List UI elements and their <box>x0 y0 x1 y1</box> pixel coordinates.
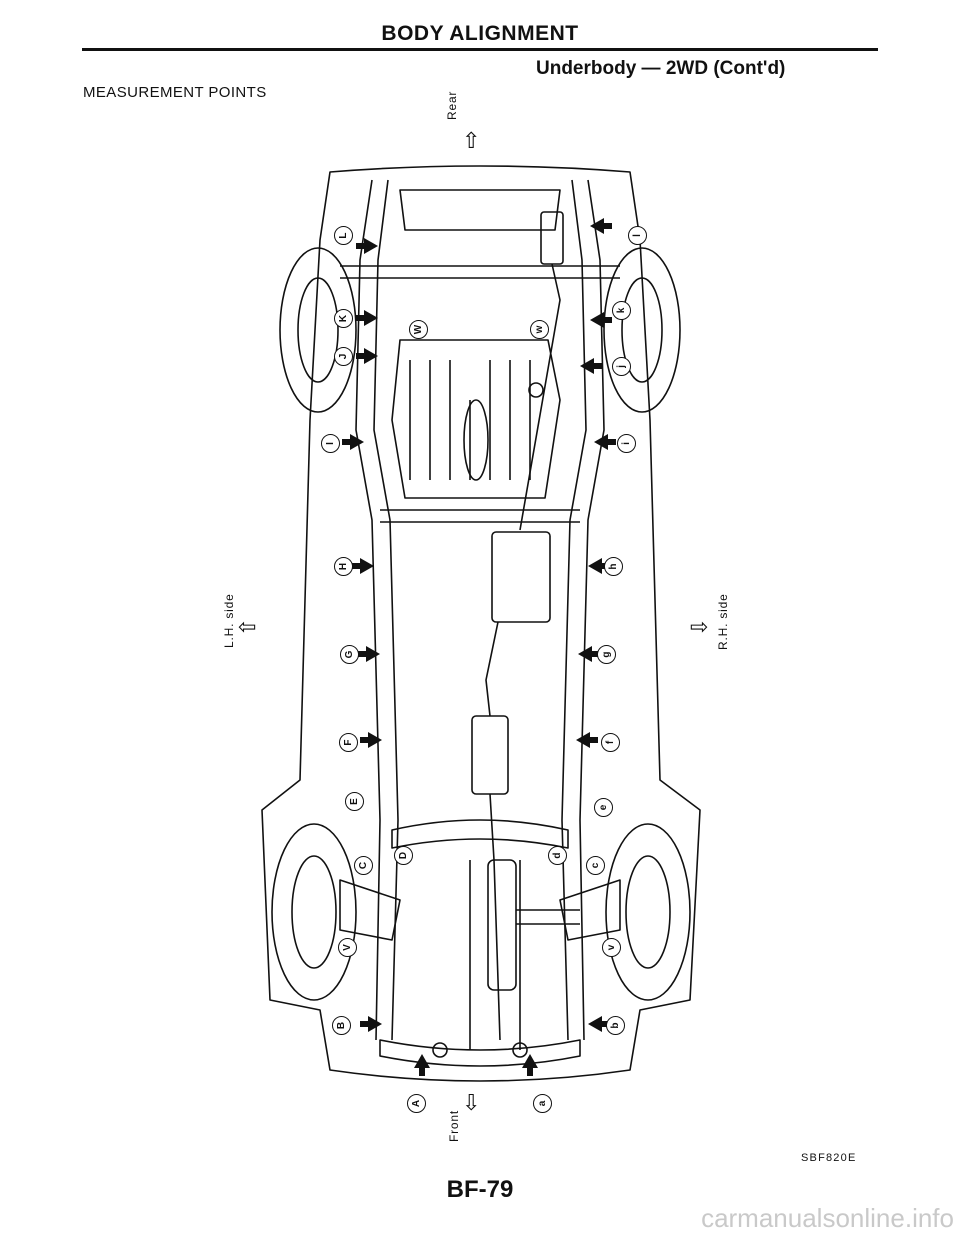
point-E: E <box>345 792 364 811</box>
body-outline <box>261 165 701 1082</box>
point-b: b <box>606 1016 625 1035</box>
point-j: j <box>612 357 631 376</box>
right-side-rail <box>579 179 605 1041</box>
header-rule <box>82 48 878 51</box>
point-A: A <box>407 1094 426 1113</box>
front-arrow-icon: ⇩ <box>462 1090 481 1115</box>
page-title: BODY ALIGNMENT <box>381 22 579 45</box>
page-number: BF-79 <box>446 1176 514 1203</box>
figure-code: SBF820E <box>801 1152 857 1164</box>
front-crossmember <box>379 1039 581 1067</box>
point-e: e <box>594 798 613 817</box>
front-left-wheel <box>271 823 357 1001</box>
front-direction-label: Front <box>447 1109 461 1142</box>
point-D: D <box>394 846 413 865</box>
point-c: c <box>586 856 605 875</box>
point-v: v <box>602 938 621 957</box>
point-g: g <box>597 645 616 664</box>
pre-muffler <box>471 715 509 795</box>
front-right-wheel <box>605 823 691 1001</box>
watermark: carmanualsonline.info <box>701 1203 954 1233</box>
point-k: k <box>612 301 631 320</box>
point-f: f <box>601 733 620 752</box>
rear-left-wheel <box>279 247 357 413</box>
point-l: l <box>628 226 647 245</box>
point-G: G <box>340 645 359 664</box>
point-V: V <box>338 938 357 957</box>
point-a: a <box>533 1094 552 1113</box>
section-heading: MEASUREMENT POINTS <box>83 84 267 101</box>
point-i: i <box>617 434 636 453</box>
point-I: I <box>321 434 340 453</box>
point-w: w <box>530 320 549 339</box>
fuel-tank <box>391 339 561 499</box>
lh-arrow-icon: ⇦ <box>238 614 257 639</box>
rh-arrow-icon: ⇨ <box>690 614 709 639</box>
lh-side-label: L.H. side <box>222 593 236 648</box>
point-F: F <box>339 733 358 752</box>
rh-side-label: R.H. side <box>716 593 730 650</box>
point-C: C <box>354 856 373 875</box>
point-H: H <box>334 557 353 576</box>
point-K: K <box>334 309 353 328</box>
transmission <box>487 859 517 991</box>
measurement-arrows <box>342 218 616 1076</box>
point-B: B <box>332 1016 351 1035</box>
page-subtitle: Underbody — 2WD (Cont'd) <box>536 58 786 79</box>
point-J: J <box>334 347 353 366</box>
rear-muffler <box>540 211 564 265</box>
center-muffler <box>491 531 551 623</box>
point-L: L <box>334 226 353 245</box>
point-W: W <box>409 320 428 339</box>
rear-right-wheel <box>603 247 681 413</box>
point-d: d <box>548 846 567 865</box>
rear-arrow-icon: ⇧ <box>462 128 481 153</box>
rear-direction-label: Rear <box>445 90 459 120</box>
point-h: h <box>604 557 623 576</box>
